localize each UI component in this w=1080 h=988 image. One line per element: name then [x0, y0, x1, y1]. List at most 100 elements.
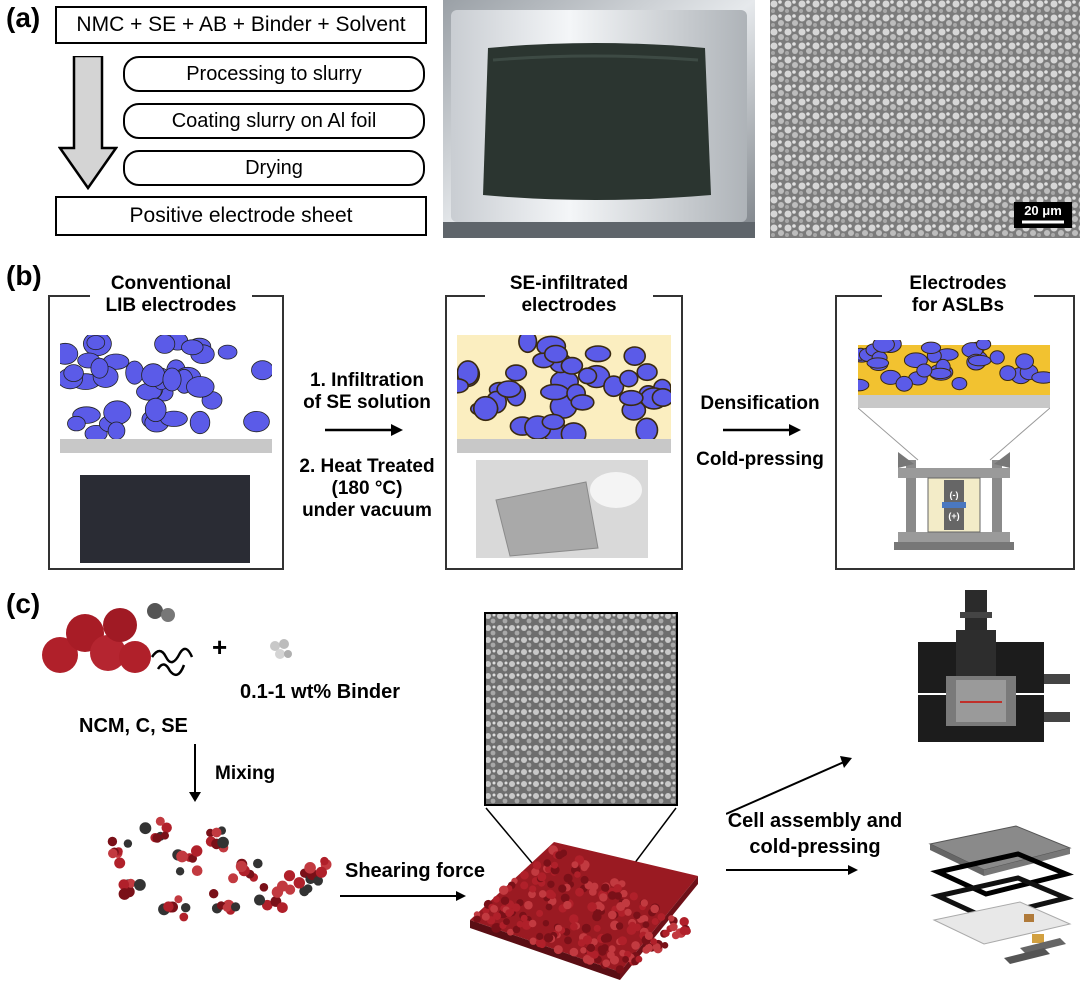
particle: [976, 340, 992, 351]
binder-particles: [270, 639, 292, 659]
particle: [285, 884, 296, 895]
particle: [543, 933, 554, 943]
plus-sign: +: [212, 632, 228, 662]
frame2-title-line1: SE-infiltrated: [509, 273, 629, 294]
particle: [951, 377, 968, 391]
particle: [313, 876, 323, 886]
particle: [631, 941, 640, 950]
particle: [644, 943, 653, 952]
particle: [592, 911, 602, 922]
particle: [63, 364, 84, 382]
particle: [493, 896, 500, 903]
assembly-line2: cold-pressing: [749, 836, 881, 858]
step2-line1: 2. Heat Treated: [299, 456, 435, 477]
ncm-c-se-particles: [42, 603, 194, 677]
particle: [175, 867, 185, 876]
sem-film-image: [484, 612, 678, 806]
particle: [304, 862, 316, 874]
particle: [186, 376, 215, 398]
particle: [152, 833, 162, 843]
particle: [608, 891, 617, 900]
dry-electrode-film: [470, 807, 698, 980]
slurry-ingredients-box: NMC + SE + AB + Binder + Solvent: [55, 6, 427, 44]
particle: [620, 889, 628, 898]
components-label: NCM, C, SE: [79, 715, 188, 737]
step1-line1: 1. Infiltration: [310, 370, 424, 391]
particle: [507, 928, 514, 936]
assembly-arrow-up: [726, 756, 852, 815]
cell-assembly-label: Cell assembly and cold-pressing: [700, 808, 930, 860]
particle: [209, 889, 219, 899]
coated-sheet-photo: [443, 0, 755, 238]
particle: [629, 892, 638, 901]
particle: [582, 935, 593, 945]
particle: [67, 415, 86, 432]
particle: [520, 870, 529, 880]
particle: [243, 411, 270, 433]
particle: [651, 388, 671, 407]
particle: [181, 903, 191, 913]
particle: [548, 891, 556, 900]
particle: [545, 903, 553, 911]
particle: [161, 831, 169, 840]
particle: [545, 865, 553, 873]
particle: [118, 879, 130, 890]
positive-electrode-sheet-box: Positive electrode sheet: [55, 196, 427, 236]
particle: [191, 845, 203, 857]
particle: [211, 827, 222, 838]
particle: [176, 850, 188, 863]
particle: [107, 421, 126, 441]
panel-c-label: (c): [6, 588, 41, 619]
particle: [512, 903, 521, 912]
particle: [231, 902, 241, 912]
frame3-title-line2: for ASLBs: [911, 295, 1005, 316]
particle: [123, 839, 133, 848]
particle: [858, 378, 870, 392]
particle: [457, 378, 469, 394]
particle: [134, 879, 146, 891]
particle: [593, 924, 601, 932]
particle: [575, 887, 584, 897]
particle: [531, 867, 540, 876]
step1-line2: of SE solution: [303, 392, 431, 413]
particle: [504, 364, 528, 382]
particle: [1031, 371, 1050, 384]
particle: [679, 917, 689, 927]
particle: [491, 923, 501, 933]
se-infiltrated-electrode-schematic: [457, 335, 671, 453]
densification-arrow: [723, 424, 801, 436]
conventional-electrode-photo: [80, 475, 250, 563]
particle: [920, 341, 942, 354]
particle: [293, 877, 305, 889]
particle: [571, 861, 579, 869]
infiltration-step-label: 1. Infiltration of SE solution: [287, 370, 447, 414]
particle: [615, 922, 624, 930]
frame2-title-line2: electrodes: [521, 295, 617, 316]
particle: [616, 902, 626, 911]
particle: [587, 902, 597, 912]
particle: [547, 880, 555, 888]
particle: [618, 936, 627, 946]
film-particle-texture: [473, 845, 691, 974]
particle: [235, 860, 247, 873]
particle: [532, 861, 542, 870]
particle: [516, 920, 524, 928]
particle: [601, 883, 610, 892]
particle: [644, 931, 653, 940]
particle: [543, 344, 569, 364]
mixed-particles: [107, 816, 332, 922]
particle: [570, 922, 578, 931]
cold-pressing-label: Cold-pressing: [696, 449, 824, 470]
particle: [500, 896, 510, 905]
particle: [254, 894, 265, 906]
particle: [520, 914, 528, 922]
panel-b-label: (b): [6, 260, 42, 291]
particle: [222, 903, 232, 912]
particle: [536, 909, 544, 917]
particle: [640, 899, 648, 907]
particle: [528, 919, 537, 928]
particle: [989, 350, 1005, 365]
shearing-arrow: [340, 891, 466, 901]
particle: [679, 926, 689, 936]
particle: [259, 883, 269, 892]
